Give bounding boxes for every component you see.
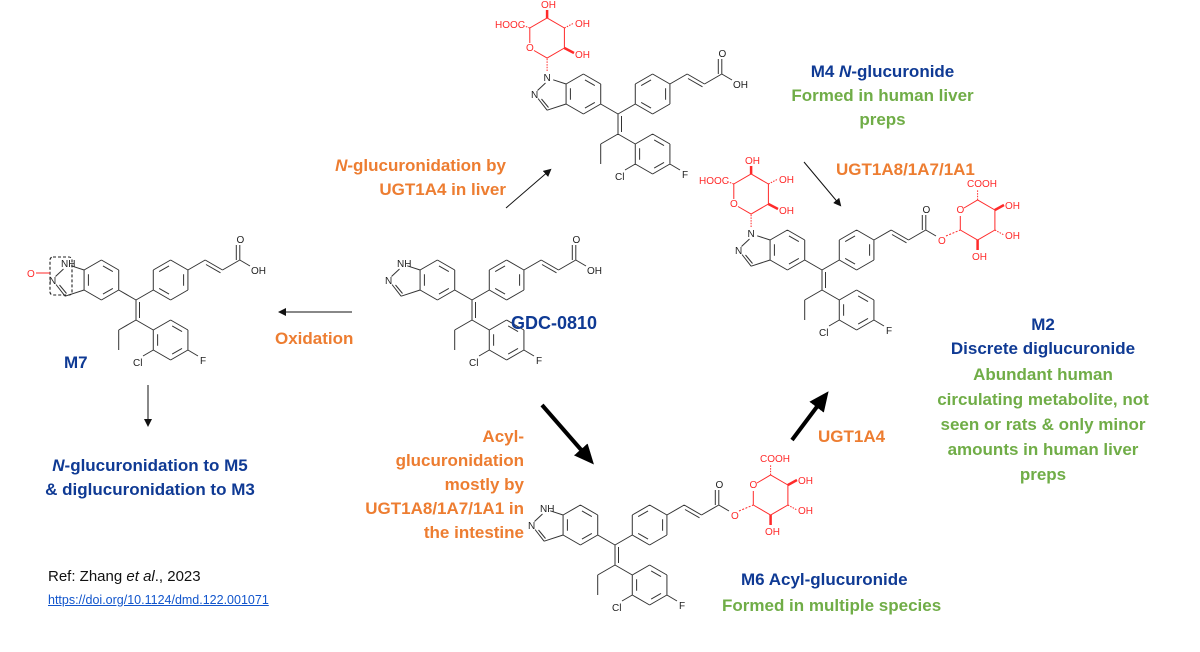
atom-label-oh: OH xyxy=(1005,201,1020,212)
structure-m4: N O Cl F OH N O HOOC OH OH OH xyxy=(495,0,748,183)
arrow-m6-to-m2 xyxy=(790,391,829,442)
arrow-m4-to-m2 xyxy=(803,161,842,207)
atom-label-f: F xyxy=(886,326,892,337)
atom-label-ester-o: O xyxy=(731,511,739,522)
atom-label-f: F xyxy=(536,356,542,367)
atom-label-oh: OH xyxy=(575,50,590,61)
structure-m6: N O Cl F O O COOH OH OH OH NH xyxy=(528,454,813,614)
atom-label-f: F xyxy=(682,170,688,181)
scaffold-bonds xyxy=(741,215,927,331)
atom-label-n: N xyxy=(528,521,535,532)
atom-label-carbonyl-o: O xyxy=(573,235,581,246)
structure-gdc-0810: N O Cl F OH NH xyxy=(385,235,602,369)
atom-label-hooc: HOOC xyxy=(495,20,525,31)
atom-label-cooh: COOH xyxy=(967,179,997,190)
atom-label-nh: NH xyxy=(397,259,411,270)
n-glucuronide-moiety: O HOOC OH OH OH xyxy=(699,156,794,227)
atom-label-f: F xyxy=(679,601,685,612)
m4-title: M4 N-glucuronide xyxy=(810,62,955,81)
label-m6-to-m2-enzyme: UGT1A4 xyxy=(818,427,886,446)
atom-label-oh: OH xyxy=(765,527,780,538)
atom-label-oh: OH xyxy=(745,156,760,167)
structure-m2: N O Cl F O O COOH OH OH OH N O HOOC OH xyxy=(699,156,1020,339)
n-glucuronide-moiety: O HOOC OH OH OH xyxy=(495,0,590,71)
atom-label-cl: Cl xyxy=(615,172,624,183)
structure-m7: N O Cl F OH NH xyxy=(49,235,266,369)
parent-name: GDC-0810 xyxy=(511,313,598,333)
atom-label-ring-o: O xyxy=(957,205,965,216)
atom-label-oh: OH xyxy=(779,175,794,186)
atom-label-carbonyl-o: O xyxy=(719,49,727,60)
scaffold-bonds xyxy=(534,490,720,606)
gdc-scaffold: N O Cl F xyxy=(735,205,931,339)
atom-label-cl: Cl xyxy=(469,358,478,369)
m2-title: M2 Discrete diglucuronide xyxy=(950,315,1136,358)
atom-label-f: F xyxy=(200,356,206,367)
m6-note: Formed in multiple species xyxy=(722,596,942,615)
arrow-gdc-to-m6 xyxy=(540,403,594,465)
atom-label-n: N xyxy=(735,246,742,257)
label-acyl-glucuronidation: Acyl- glucuronidation mostly by UGT1A8/1… xyxy=(365,427,524,542)
oxidation-o-label: O xyxy=(27,269,35,280)
atom-label-nh: NH xyxy=(61,259,75,270)
atom-label-oh: OH xyxy=(575,19,590,30)
atom-label-ring-o: O xyxy=(730,199,738,210)
atom-label-oh: OH xyxy=(733,80,748,91)
carboxylic-acid-oh: OH xyxy=(721,73,748,91)
atom-label-nh: NH xyxy=(540,504,554,515)
label-oxidation: Oxidation xyxy=(275,329,354,348)
atom-label-carbonyl-o: O xyxy=(923,205,931,216)
atom-label-hooc: HOOC xyxy=(699,176,729,187)
m6-title: M6 Acyl-glucuronide xyxy=(741,570,908,589)
atom-label-cl: Cl xyxy=(612,603,621,614)
atom-label-oh: OH xyxy=(798,506,813,517)
acyl-glucuronide-moiety: O O COOH OH OH OH xyxy=(718,454,813,538)
gdc-scaffold: N O Cl F xyxy=(385,235,581,369)
m7-title: M7 xyxy=(64,353,88,372)
atom-label-oh: OH xyxy=(541,0,556,11)
scaffold-bonds xyxy=(391,245,577,361)
label-n-glucuronidation: N-glucuronidation by UGT1A4 in liver xyxy=(335,156,506,199)
gdc-scaffold: N O Cl F xyxy=(531,49,727,183)
atom-label-oh: OH xyxy=(798,476,813,487)
atom-label-carbonyl-o: O xyxy=(716,480,724,491)
atom-label-n1: N xyxy=(544,73,551,84)
atom-label-n1: N xyxy=(748,229,755,240)
atom-label-cl: Cl xyxy=(819,328,828,339)
m2-note: Abundant human circulating metabolite, n… xyxy=(937,365,1149,484)
m4-note: Formed in human liver preps xyxy=(791,86,974,129)
atom-label-oh: OH xyxy=(779,206,794,217)
atom-label-n: N xyxy=(49,276,56,287)
atom-label-ester-o: O xyxy=(938,236,946,247)
atom-label-oh: OH xyxy=(587,266,602,277)
atom-label-ring-o: O xyxy=(750,480,758,491)
reference-citation: Ref: Zhang et al., 2023 xyxy=(48,568,201,585)
carboxylic-acid-oh: OH xyxy=(575,259,602,277)
gdc-scaffold: N O Cl F xyxy=(49,235,245,369)
scaffold-bonds xyxy=(55,245,241,361)
m7-next-steps: N-glucuronidation to M5 & diglucuronidat… xyxy=(45,456,255,499)
atom-label-oh: OH xyxy=(972,252,987,263)
atom-label-oh: OH xyxy=(1005,231,1020,242)
atom-label-cooh: COOH xyxy=(760,454,790,465)
atom-label-carbonyl-o: O xyxy=(237,235,245,246)
atom-label-n: N xyxy=(385,276,392,287)
atom-label-n: N xyxy=(531,90,538,101)
scaffold-bonds xyxy=(537,59,723,175)
carboxylic-acid-oh: OH xyxy=(239,259,266,277)
gdc-scaffold: N O Cl F xyxy=(528,480,724,614)
oxidation-site-box xyxy=(49,256,73,296)
arrow-gdc-to-m4 xyxy=(505,168,552,209)
reference-doi-link[interactable]: https://doi.org/10.1124/dmd.122.001071 xyxy=(48,593,269,607)
label-m4-to-m2-enzymes: UGT1A8/1A7/1A1 xyxy=(836,160,975,179)
acyl-glucuronide-moiety: O O COOH OH OH OH xyxy=(925,179,1020,263)
atom-label-cl: Cl xyxy=(133,358,142,369)
atom-label-oh: OH xyxy=(251,266,266,277)
atom-label-ring-o: O xyxy=(526,43,534,54)
